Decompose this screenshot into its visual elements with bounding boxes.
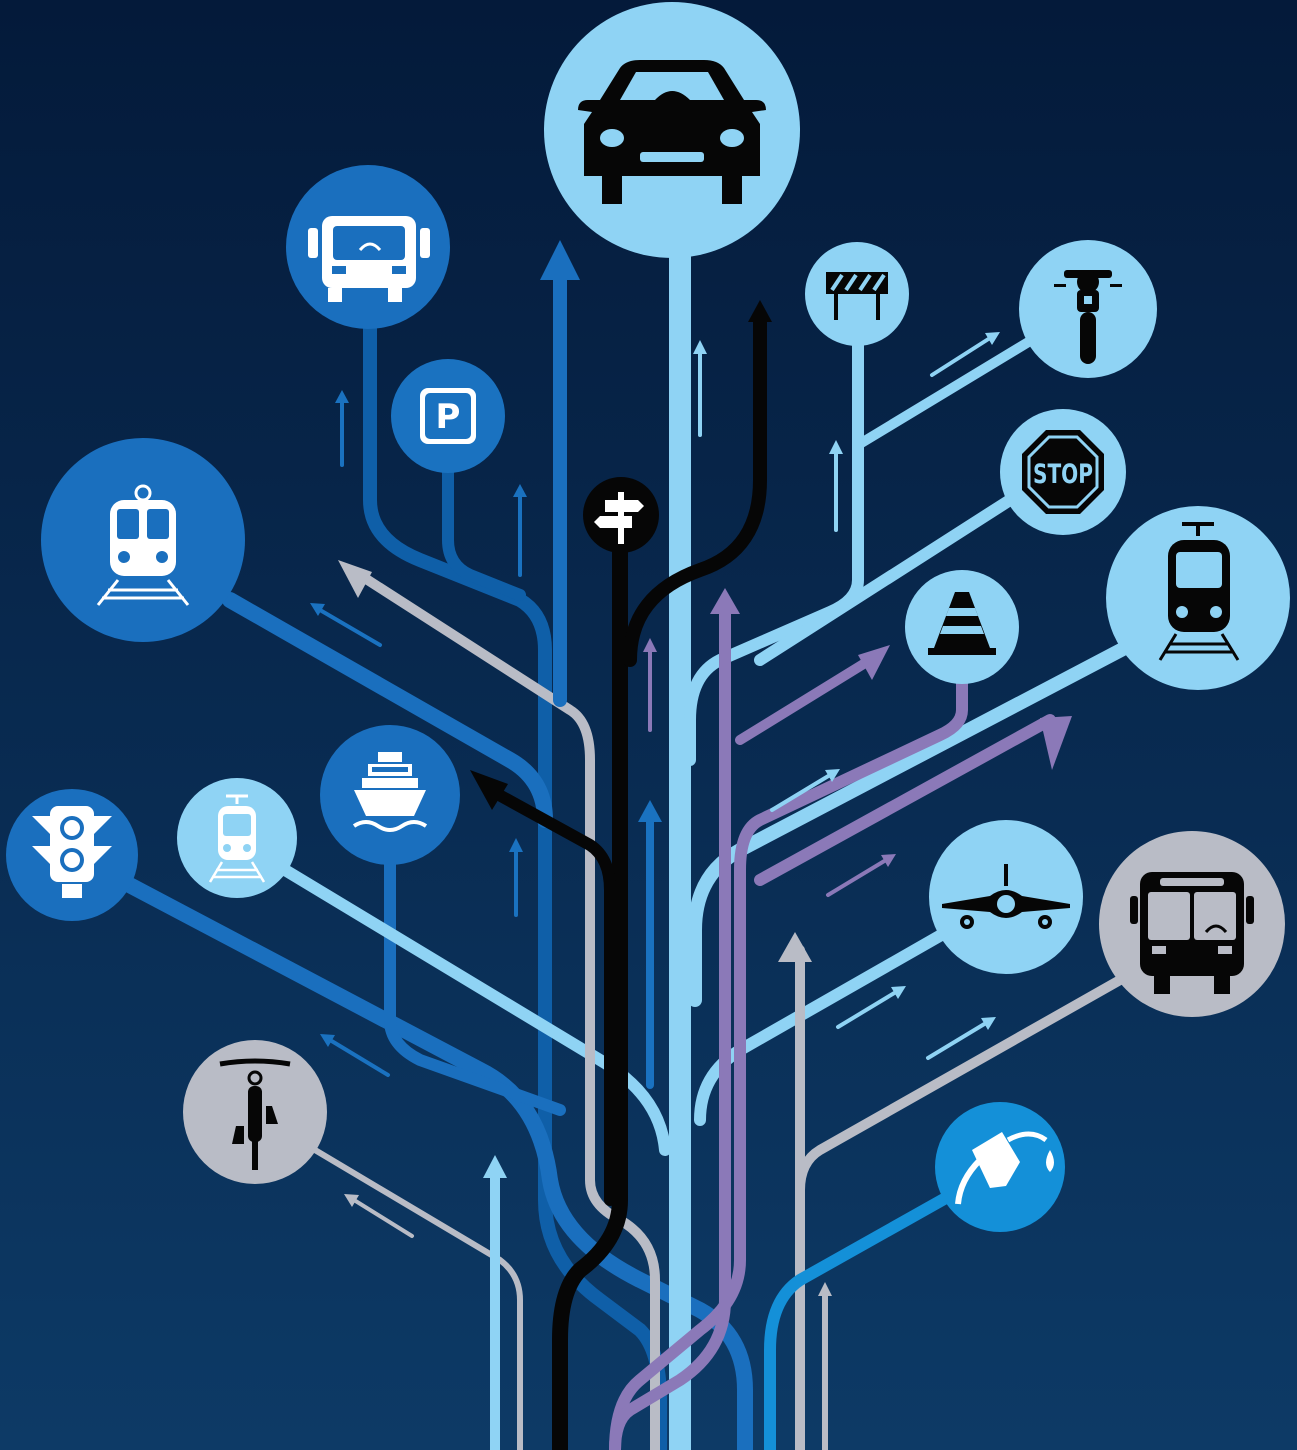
motorcycle-node xyxy=(1019,240,1157,378)
small-tram-node xyxy=(177,778,297,898)
parking-node: P xyxy=(391,359,505,473)
arrow-up-grey xyxy=(778,932,812,962)
arrow-left-grey xyxy=(338,560,372,598)
bus-node xyxy=(1099,831,1285,1017)
float-arrow-13 xyxy=(926,1021,988,1060)
stop-branch xyxy=(754,494,1016,666)
traffic-cone-icon xyxy=(928,592,996,655)
float-arrow-8 xyxy=(318,608,382,647)
arrow-up-blue-tall xyxy=(540,240,580,280)
arrowheads xyxy=(338,240,1072,1296)
parking-letter: P xyxy=(436,397,461,437)
ship-node xyxy=(320,725,460,865)
motorcycle-branch xyxy=(853,330,1045,450)
float-arrow-15 xyxy=(352,1198,414,1238)
traffic-light-node xyxy=(6,789,138,921)
arrow-right-purple-cone xyxy=(858,645,890,680)
bicycle-node xyxy=(183,1040,327,1184)
stop-node: STOP xyxy=(1000,409,1126,535)
signpost-branch xyxy=(552,542,628,1450)
tram-node xyxy=(1106,506,1290,690)
car-icon xyxy=(578,60,766,204)
small-tram-branch xyxy=(279,864,671,1156)
purple-mid-branch xyxy=(609,604,731,1450)
cone-branch xyxy=(609,674,968,1450)
float-arrow-12 xyxy=(836,990,898,1029)
bus-icon xyxy=(1130,872,1254,994)
parking-branch xyxy=(442,454,526,601)
arrow-right-purple-big xyxy=(1040,716,1072,770)
airplane-node xyxy=(929,820,1083,974)
grey-diagonal-branch xyxy=(355,570,660,1450)
fuel-branch xyxy=(764,1184,966,1450)
traffic-light-icon xyxy=(32,806,112,898)
truck-node xyxy=(286,165,450,329)
barrier-node xyxy=(805,242,909,346)
small-tram-icon xyxy=(208,794,266,883)
tram-icon xyxy=(1158,522,1240,661)
black-left-branch xyxy=(484,784,616,1206)
truck-branch xyxy=(363,293,667,1450)
branch-lines xyxy=(112,239,1147,1450)
traffic-light-branch xyxy=(112,872,753,1450)
arrow-left-black xyxy=(470,770,508,810)
float-arrow-14 xyxy=(328,1038,390,1077)
black-right-branch xyxy=(623,313,767,667)
arrow-up-black xyxy=(748,300,772,322)
floating-arrows xyxy=(310,332,1000,1238)
arrow-up-lightblue-bottom xyxy=(483,1155,507,1178)
airplane-icon xyxy=(942,864,1070,929)
bicycle-branch xyxy=(312,1147,523,1450)
train-node xyxy=(41,438,245,642)
purple-left-arrow-branch xyxy=(754,714,1056,886)
float-arrow-10 xyxy=(770,773,832,812)
arrow-up-grey-bottom xyxy=(818,1282,832,1296)
float-arrow-9 xyxy=(930,336,992,377)
train-branch xyxy=(222,592,553,828)
ship-icon xyxy=(352,752,428,832)
cone-node xyxy=(905,570,1019,684)
motorcycle-icon xyxy=(1054,270,1122,364)
purple-upper-branch xyxy=(735,655,875,745)
stop-text: STOP xyxy=(1033,459,1093,490)
truck-icon xyxy=(308,216,430,302)
fuel-pump-icon xyxy=(955,1131,1054,1205)
bicycle-icon xyxy=(219,1058,291,1170)
stop-sign-icon: STOP xyxy=(1022,430,1104,514)
signpost-icon xyxy=(594,492,644,544)
float-arrow-11 xyxy=(826,858,888,897)
car-node xyxy=(544,2,800,258)
arrow-up-purple xyxy=(710,588,740,614)
fuel-node xyxy=(935,1102,1065,1232)
signpost-node xyxy=(583,477,659,553)
road-barrier-icon xyxy=(826,272,888,320)
ship-branch xyxy=(384,834,566,1116)
train-icon xyxy=(96,484,190,606)
